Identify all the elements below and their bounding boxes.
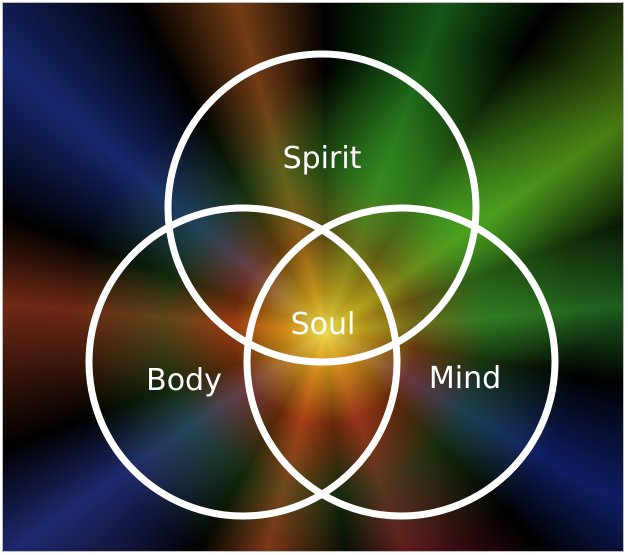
spirit-label: Spirit <box>283 141 362 176</box>
soul-label: Soul <box>291 307 356 342</box>
mind-circle <box>243 204 559 520</box>
body-label: Body <box>146 363 222 398</box>
mind-label: Mind <box>429 361 501 396</box>
body-circle <box>85 204 401 520</box>
spirit-circle <box>164 50 480 366</box>
